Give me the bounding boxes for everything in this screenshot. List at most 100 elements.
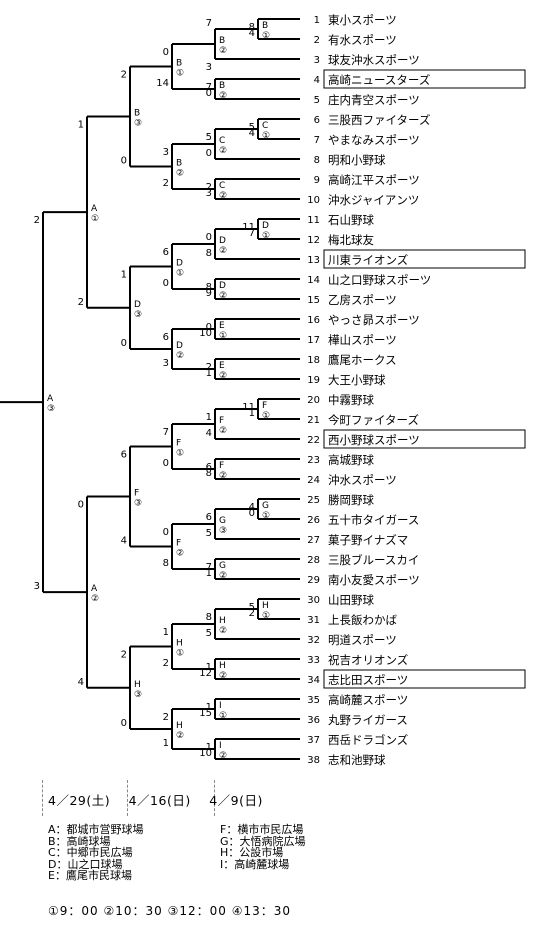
date-separator bbox=[214, 780, 215, 816]
score-bottom: 5 bbox=[206, 628, 212, 639]
team-name: 高崎江平スポーツ bbox=[328, 173, 420, 187]
venue-code: B bbox=[176, 59, 182, 69]
time-code: ② bbox=[219, 471, 227, 481]
team-number: 31 bbox=[307, 615, 320, 626]
score-top: 5 bbox=[249, 122, 255, 133]
score-top: 8 bbox=[206, 282, 212, 293]
score-top: 6 bbox=[121, 450, 127, 461]
team-name: 乙房スポーツ bbox=[328, 293, 397, 307]
venue-code: H bbox=[176, 721, 183, 731]
time-code: ② bbox=[219, 751, 227, 761]
team-name: 沖水スポーツ bbox=[328, 473, 397, 487]
team-number: 11 bbox=[307, 215, 320, 226]
score-bottom: 12 bbox=[199, 668, 212, 679]
team-name: 山田野球 bbox=[328, 593, 374, 607]
score-bottom: 4 bbox=[249, 128, 255, 139]
score-bottom: 2 bbox=[163, 658, 169, 669]
venue-code: C bbox=[219, 181, 225, 191]
team-name: 庄内青空スポーツ bbox=[328, 93, 420, 107]
score-top: 1 bbox=[206, 412, 212, 423]
score-top: 2 bbox=[121, 650, 127, 661]
team-name: 今町ファイターズ bbox=[328, 413, 419, 427]
team-number: 36 bbox=[307, 715, 320, 726]
team-number: 18 bbox=[307, 355, 320, 366]
score-bottom: 4 bbox=[78, 677, 84, 688]
score-top: 2 bbox=[121, 70, 127, 81]
team-name: 西小野球スポーツ bbox=[328, 433, 420, 447]
venue-code: D bbox=[219, 281, 226, 291]
score-bottom: 8 bbox=[206, 248, 212, 259]
team-number: 23 bbox=[307, 455, 320, 466]
venue-code: C bbox=[262, 121, 268, 131]
round-dates: 4／29(土) 4／16(日) 4／9(日) bbox=[48, 790, 277, 809]
team-number: 25 bbox=[307, 495, 320, 506]
time-code: ② bbox=[176, 351, 184, 361]
venue-code: H bbox=[262, 601, 269, 611]
highlight-box bbox=[323, 69, 526, 89]
score-top: 1 bbox=[78, 120, 84, 131]
score-bottom: 4 bbox=[249, 28, 255, 39]
score-top: 0 bbox=[163, 47, 169, 58]
match-times-legend: ①9：00 ②10：30 ③12：00 ④13：30 bbox=[48, 904, 291, 918]
team-name: 高城野球 bbox=[328, 453, 374, 467]
score-bottom: 1 bbox=[249, 408, 255, 419]
venue-code: A bbox=[91, 204, 98, 214]
time-code: ② bbox=[219, 246, 227, 256]
footer: 4／29(土) 4／16(日) 4／9(日) A：都城市営野球場 B：高崎球場 … bbox=[0, 780, 541, 928]
time-code: ② bbox=[219, 571, 227, 581]
score-top: 1 bbox=[206, 662, 212, 673]
team-number: 7 bbox=[314, 135, 320, 146]
time-code: ③ bbox=[134, 119, 142, 129]
team-number: 4 bbox=[314, 75, 320, 86]
team-number: 24 bbox=[307, 475, 320, 486]
team-name: やっさ昴スポーツ bbox=[328, 313, 420, 327]
score-bottom: 4 bbox=[121, 536, 127, 547]
venue-code: H bbox=[219, 661, 226, 671]
time-code: ③ bbox=[134, 310, 142, 320]
team-name: 高崎麓スポーツ bbox=[328, 693, 408, 707]
venue-list-left: A：都城市営野球場 B：高崎球場 C：中郷市民広場 D：山之口球場 E：鷹尾市民… bbox=[48, 824, 248, 882]
score-top: 1 bbox=[163, 627, 169, 638]
venue-code: G bbox=[219, 516, 226, 526]
team-name: 三股西ファイターズ bbox=[328, 113, 430, 127]
team-number: 9 bbox=[314, 175, 320, 186]
score-top: 1 bbox=[206, 702, 212, 713]
team-name: 丸野ライガース bbox=[328, 713, 408, 727]
venue-code: E bbox=[219, 361, 225, 371]
team-number: 26 bbox=[307, 515, 320, 526]
time-code: ② bbox=[176, 549, 184, 559]
venue-code: I bbox=[219, 741, 222, 751]
venue-code: D bbox=[176, 259, 183, 269]
venue-code: B bbox=[219, 81, 225, 91]
time-code: ② bbox=[219, 291, 227, 301]
score-bottom: 5 bbox=[206, 528, 212, 539]
venue-item: D：山之口球場 bbox=[48, 857, 123, 871]
team-number: 6 bbox=[314, 115, 320, 126]
score-top: 11 bbox=[242, 222, 255, 233]
venue-code: D bbox=[134, 300, 141, 310]
time-code: ① bbox=[262, 131, 270, 141]
highlight-box bbox=[323, 429, 526, 449]
time-code: ③ bbox=[134, 499, 142, 509]
time-code: ① bbox=[176, 449, 184, 459]
venue-code: D bbox=[219, 236, 226, 246]
date-middle-rounds: 4／16(日) bbox=[128, 793, 191, 808]
score-top: 2 bbox=[206, 182, 212, 193]
team-name: 梅北球友 bbox=[328, 233, 374, 247]
team-name: 西岳ドラゴンズ bbox=[328, 733, 408, 747]
score-top: 8 bbox=[206, 612, 212, 623]
time-code: ① bbox=[219, 711, 227, 721]
team-number: 34 bbox=[307, 675, 320, 686]
date-separator bbox=[42, 780, 43, 816]
venue-item: F：横市市民広場 bbox=[220, 823, 304, 836]
team-number: 1 bbox=[314, 15, 320, 26]
score-bottom: 1 bbox=[163, 738, 169, 749]
venue-code: F bbox=[262, 401, 267, 411]
venue-code: C bbox=[219, 136, 225, 146]
date-final-rounds: 4／29(土) bbox=[48, 793, 111, 808]
venue-code: B bbox=[262, 21, 268, 31]
team-number: 12 bbox=[307, 235, 320, 246]
score-top: 3 bbox=[206, 62, 212, 73]
score-bottom: 10 bbox=[199, 748, 212, 759]
